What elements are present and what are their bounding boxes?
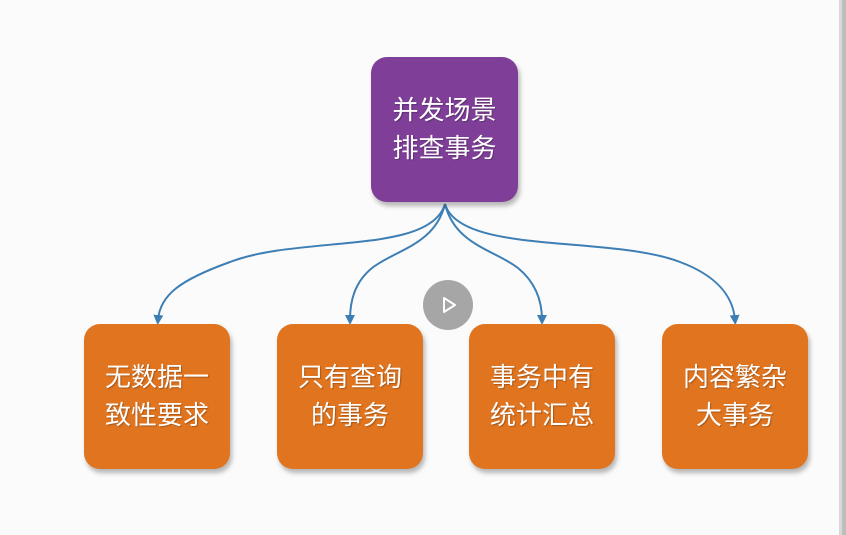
leaf-node-line-1: 只有查询	[297, 362, 402, 393]
leaf-node-line-1: 内容繁杂	[682, 362, 787, 393]
root-node-line-1: 并发场景	[392, 95, 497, 126]
connector-to-leaf-3	[444, 203, 740, 325]
leaf-node-line-2: 大事务	[695, 400, 774, 431]
scrollbar-edge	[842, 0, 846, 535]
root-node: 并发场景 排查事务	[371, 57, 518, 202]
connector-to-leaf-1	[345, 203, 446, 325]
leaf-node-line-2: 统计汇总	[489, 400, 594, 431]
leaf-node-line-2: 的事务	[310, 400, 389, 431]
root-node-line-2: 排查事务	[392, 133, 497, 164]
leaf-node-statistics: 事务中有 统计汇总	[469, 324, 615, 469]
leaf-node-no-consistency: 无数据一 致性要求	[84, 324, 230, 469]
connector-to-leaf-2	[444, 203, 547, 325]
leaf-node-query-only: 只有查询 的事务	[277, 324, 423, 469]
leaf-node-line-2: 致性要求	[104, 400, 209, 431]
connector-to-leaf-0	[153, 203, 446, 325]
play-button[interactable]	[423, 280, 473, 330]
play-icon	[443, 297, 456, 313]
leaf-node-line-1: 无数据一	[104, 362, 209, 393]
leaf-node-line-1: 事务中有	[489, 362, 594, 393]
leaf-node-large-transaction: 内容繁杂 大事务	[662, 324, 808, 469]
